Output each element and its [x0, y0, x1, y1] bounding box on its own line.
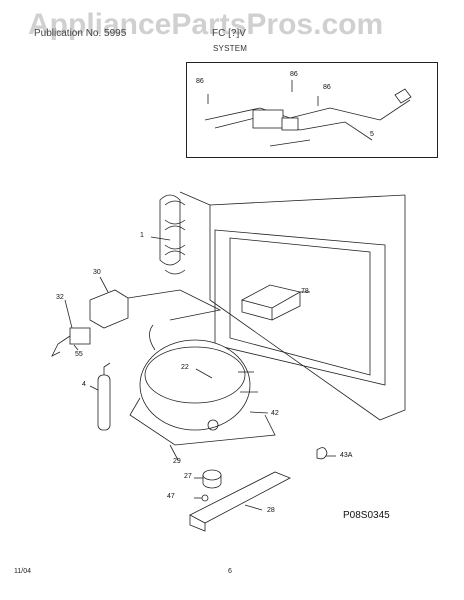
callout-78: 78 — [301, 288, 309, 295]
compressor-drawing — [129, 324, 276, 446]
callout-29: 29 — [173, 458, 181, 465]
watermark: AppliancePartsPros.com — [28, 8, 384, 41]
footer-page-number: 6 — [228, 568, 232, 575]
overload-55-drawing — [51, 327, 91, 357]
wiring-inset-box — [186, 62, 438, 158]
mounting-bracket-28-drawing — [189, 471, 291, 532]
drier-4-drawing — [97, 362, 111, 431]
callout-86-c: 86 — [323, 84, 331, 91]
callout-42: 42 — [271, 410, 279, 417]
section-title: SYSTEM — [213, 44, 248, 53]
callout-4: 4 — [82, 381, 86, 388]
callout-32: 32 — [56, 294, 64, 301]
start-relay-30-drawing — [89, 289, 222, 329]
callout-86-a: 86 — [196, 78, 204, 85]
callout-47: 47 — [167, 493, 175, 500]
callout-86-b: 86 — [290, 71, 298, 78]
callout-22: 22 — [181, 364, 189, 371]
model-number: FC [?]V — [212, 28, 246, 39]
wiring-harness-drawing — [204, 80, 412, 147]
cabinet-drawing — [159, 191, 406, 421]
relay-78-drawing — [240, 284, 302, 321]
clip-43a-drawing — [316, 447, 328, 460]
callout-27: 27 — [184, 473, 192, 480]
callout-43a: 43A — [340, 452, 353, 459]
callout-30: 30 — [93, 269, 101, 276]
callout-1: 1 — [140, 232, 144, 239]
footer-date: 11/04 — [14, 568, 31, 575]
callout-55: 55 — [75, 351, 83, 358]
grommet-27-drawing — [202, 469, 222, 489]
diagram-code: P08S0345 — [343, 510, 390, 521]
screw-47-drawing — [201, 494, 209, 502]
callout-5: 5 — [370, 131, 374, 138]
callout-28: 28 — [267, 507, 275, 514]
publication-text: Publication No. 5995 — [34, 28, 127, 39]
